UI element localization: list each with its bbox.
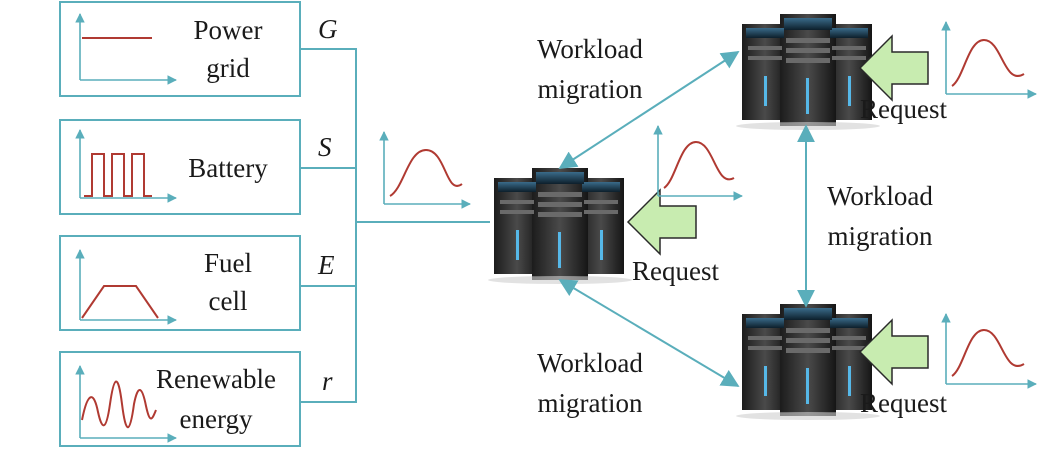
battery-chart-icon [75, 129, 177, 203]
svg-text:energy: energy [180, 404, 253, 434]
request-label-center: Request [632, 256, 719, 286]
power-grid-chart-icon [75, 13, 177, 85]
source-fuel-cell: Fuel cell [59, 235, 301, 331]
variable-E: E [317, 250, 335, 280]
migration-arrows [558, 51, 815, 387]
request-bottom-right: Request [858, 313, 1037, 418]
request-center: Request [626, 125, 743, 286]
request-label-top-right: Request [860, 94, 947, 124]
migration-label-bottom-line2: migration [538, 388, 643, 418]
svg-text:Power: Power [194, 15, 263, 45]
variable-G: G [318, 14, 338, 44]
svg-text:Fuel: Fuel [204, 248, 252, 278]
request-curve-icon-bottom-right [941, 313, 1037, 389]
request-top-right: Request [858, 21, 1037, 124]
fuel-cell-label-line1: Fuel [204, 248, 252, 278]
request-arrow-top-right [858, 34, 929, 102]
variable-r: r [322, 366, 333, 396]
power-bus [300, 48, 490, 403]
svg-text:cell: cell [209, 286, 248, 316]
supply-curve-icon [379, 131, 471, 209]
power-grid-label-line2: grid [206, 53, 250, 83]
battery-label: Battery [188, 153, 268, 183]
server-center [488, 168, 632, 284]
migration-label-top-line2: migration [538, 74, 643, 104]
svg-text:grid: grid [206, 53, 250, 83]
svg-text:Renewable: Renewable [156, 364, 276, 394]
request-curve-icon-top-right [941, 21, 1037, 99]
renewable-chart-icon [75, 365, 177, 443]
request-arrow-center [626, 188, 697, 256]
request-arrow-bottom-right [858, 318, 929, 386]
source-battery: Battery [59, 119, 301, 215]
fuel-cell-chart-icon [75, 249, 177, 325]
source-renewable-energy: Renewable energy [59, 351, 301, 447]
source-power-grid: Power grid [59, 1, 301, 97]
renewable-label-line2: energy [180, 404, 253, 434]
variable-S: S [318, 132, 332, 162]
migration-label-right-line2: migration [828, 221, 933, 251]
migration-label-bottom-line1: Workload [537, 348, 643, 378]
fuel-cell-label-line2: cell [209, 286, 248, 316]
migration-label-right-line1: Workload [827, 181, 933, 211]
server-top-right [736, 14, 880, 130]
migration-label-top-line1: Workload [537, 34, 643, 64]
server-bottom-right [736, 304, 880, 420]
request-curve-icon-center [653, 125, 743, 201]
power-grid-label-line1: Power [194, 15, 263, 45]
svg-text:Battery: Battery [188, 153, 268, 183]
renewable-label-line1: Renewable [156, 364, 276, 394]
request-label-bottom-right: Request [860, 388, 947, 418]
